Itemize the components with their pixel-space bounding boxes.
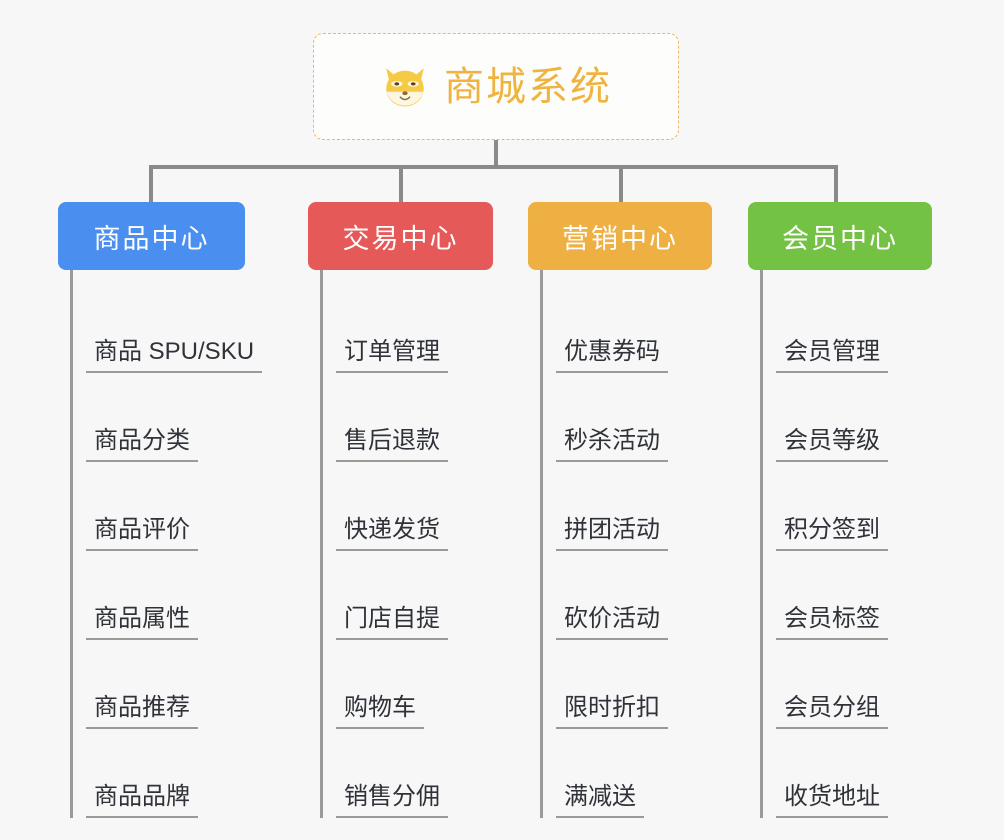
- leaf-item[interactable]: 收货地址: [748, 729, 948, 818]
- leaf-label: 会员等级: [776, 428, 888, 462]
- leaf-item[interactable]: 门店自提: [308, 551, 508, 640]
- leaf-label: 快递发货: [336, 517, 448, 551]
- branch-drop-connector-4: [834, 165, 838, 202]
- leaf-item[interactable]: 销售分佣: [308, 729, 508, 818]
- leaf-item[interactable]: 快递发货: [308, 462, 508, 551]
- leaf-list-2: 订单管理 售后退款 快递发货 门店自提 购物车 销售分佣: [308, 270, 508, 818]
- branch-column-4: 会员中心 会员管理 会员等级 积分签到 会员标签 会员分组 收货地址: [748, 202, 948, 818]
- leaf-item[interactable]: 商品品牌: [58, 729, 288, 818]
- leaf-label: 售后退款: [336, 428, 448, 462]
- branch-bus-connector: [149, 165, 838, 169]
- root-stem-connector: [494, 140, 498, 168]
- leaf-label: 秒杀活动: [556, 428, 668, 462]
- leaf-label: 满减送: [556, 784, 644, 818]
- leaf-item[interactable]: 会员标签: [748, 551, 948, 640]
- leaf-label: 商品 SPU/SKU: [86, 339, 263, 373]
- leaf-label: 购物车: [336, 695, 424, 729]
- leaf-label: 拼团活动: [556, 517, 668, 551]
- leaf-label: 商品品牌: [86, 784, 198, 818]
- branch-header-3[interactable]: 营销中心: [528, 202, 712, 270]
- branch-header-4[interactable]: 会员中心: [748, 202, 932, 270]
- shiba-dog-face-icon: [386, 67, 424, 107]
- leaf-label: 会员管理: [776, 339, 888, 373]
- leaf-item[interactable]: 商品评价: [58, 462, 288, 551]
- leaf-item[interactable]: 购物车: [308, 640, 508, 729]
- branch-drop-connector-2: [399, 165, 403, 202]
- branch-header-1[interactable]: 商品中心: [58, 202, 245, 270]
- leaf-label: 商品属性: [86, 606, 198, 640]
- leaf-label: 优惠券码: [556, 339, 668, 373]
- leaf-item[interactable]: 会员等级: [748, 373, 948, 462]
- leaf-item[interactable]: 售后退款: [308, 373, 508, 462]
- leaf-label: 商品分类: [86, 428, 198, 462]
- leaf-spine-4: [760, 270, 763, 818]
- root-title: 商城系统: [444, 64, 612, 109]
- leaf-item[interactable]: 满减送: [528, 729, 728, 818]
- leaf-list-4: 会员管理 会员等级 积分签到 会员标签 会员分组 收货地址: [748, 270, 948, 818]
- leaf-item[interactable]: 商品推荐: [58, 640, 288, 729]
- leaf-item[interactable]: 优惠券码: [528, 284, 728, 373]
- leaf-spine-3: [540, 270, 543, 818]
- branch-column-1: 商品中心 商品 SPU/SKU 商品分类 商品评价 商品属性 商品推荐 商品品牌: [58, 202, 288, 818]
- leaf-item[interactable]: 商品 SPU/SKU: [58, 284, 288, 373]
- branch-drop-connector-3: [619, 165, 623, 202]
- leaf-item[interactable]: 商品属性: [58, 551, 288, 640]
- leaf-item[interactable]: 订单管理: [308, 284, 508, 373]
- leaf-item[interactable]: 拼团活动: [528, 462, 728, 551]
- branch-header-2[interactable]: 交易中心: [308, 202, 493, 270]
- branch-column-2: 交易中心 订单管理 售后退款 快递发货 门店自提 购物车 销售分佣: [308, 202, 508, 818]
- leaf-spine-1: [70, 270, 73, 818]
- leaf-label: 商品推荐: [86, 695, 198, 729]
- leaf-label: 砍价活动: [556, 606, 668, 640]
- leaf-item[interactable]: 秒杀活动: [528, 373, 728, 462]
- leaf-label: 订单管理: [336, 339, 448, 373]
- leaf-label: 销售分佣: [336, 784, 448, 818]
- leaf-item[interactable]: 商品分类: [58, 373, 288, 462]
- leaf-label: 会员分组: [776, 695, 888, 729]
- leaf-label: 商品评价: [86, 517, 198, 551]
- branch-drop-connector-1: [149, 165, 153, 202]
- leaf-spine-2: [320, 270, 323, 818]
- leaf-item[interactable]: 会员分组: [748, 640, 948, 729]
- leaf-item[interactable]: 会员管理: [748, 284, 948, 373]
- leaf-label: 限时折扣: [556, 695, 668, 729]
- branch-column-3: 营销中心 优惠券码 秒杀活动 拼团活动 砍价活动 限时折扣 满减送: [528, 202, 728, 818]
- leaf-list-1: 商品 SPU/SKU 商品分类 商品评价 商品属性 商品推荐 商品品牌: [58, 270, 288, 818]
- root-node[interactable]: 商城系统: [313, 33, 679, 140]
- leaf-label: 门店自提: [336, 606, 448, 640]
- leaf-label: 会员标签: [776, 606, 888, 640]
- leaf-list-3: 优惠券码 秒杀活动 拼团活动 砍价活动 限时折扣 满减送: [528, 270, 728, 818]
- leaf-item[interactable]: 积分签到: [748, 462, 948, 551]
- leaf-label: 积分签到: [776, 517, 888, 551]
- leaf-label: 收货地址: [776, 784, 888, 818]
- leaf-item[interactable]: 砍价活动: [528, 551, 728, 640]
- leaf-item[interactable]: 限时折扣: [528, 640, 728, 729]
